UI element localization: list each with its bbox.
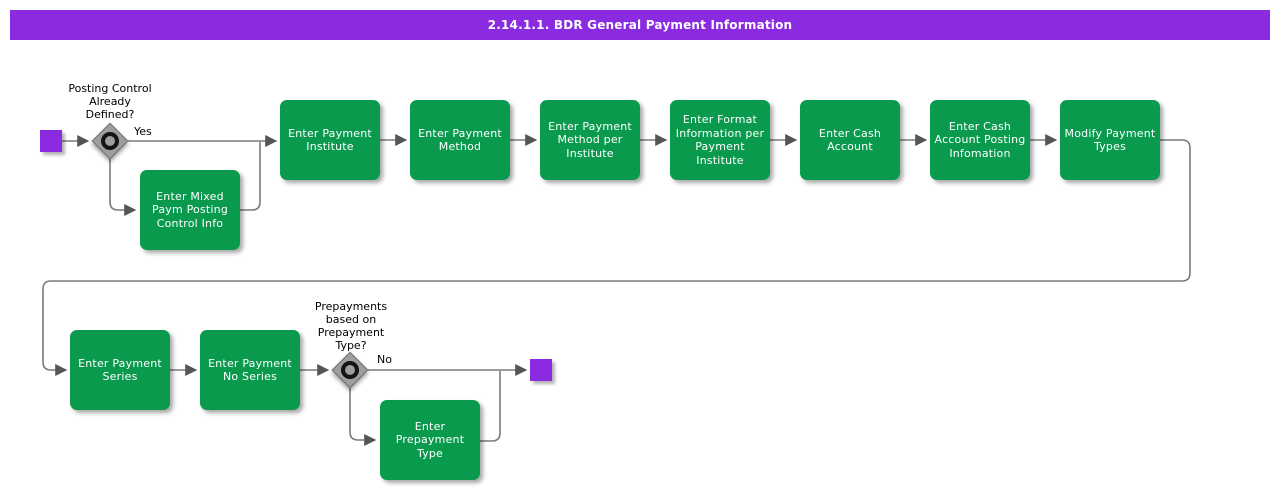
activity-enter-mixed-paym-posting-control-info[interactable]: Enter Mixed Paym Posting Control Info xyxy=(140,170,240,250)
activity-label: Enter Payment No Series xyxy=(208,356,292,384)
activity-label: Enter Prepayment Type xyxy=(395,419,465,460)
activity-enter-format-information-per-payment-institute[interactable]: Enter Format Information per Payment Ins… xyxy=(670,100,770,180)
activity-enter-payment-series[interactable]: Enter Payment Series xyxy=(70,330,170,410)
activity-enter-payment-method-per-institute[interactable]: Enter Payment Method per Institute xyxy=(540,100,640,180)
connector-row-wrap xyxy=(42,139,1191,376)
activity-label: Enter Payment Method xyxy=(418,126,502,154)
diagram-title-bar: 2.14.1.1. BDR General Payment Informatio… xyxy=(10,10,1270,40)
activity-enter-cash-account[interactable]: Enter Cash Account xyxy=(800,100,900,180)
activity-label: Enter Cash Account xyxy=(818,126,882,154)
activity-enter-payment-no-series[interactable]: Enter Payment No Series xyxy=(200,330,300,410)
connector-decision1-down xyxy=(109,159,137,216)
branch-label-yes: Yes xyxy=(134,125,152,138)
activity-label: Enter Cash Account Posting Infomation xyxy=(934,119,1026,160)
activity-label: Modify Payment Types xyxy=(1064,126,1156,154)
activity-modify-payment-types[interactable]: Modify Payment Types xyxy=(1060,100,1160,180)
activity-enter-cash-account-posting-infomation[interactable]: Enter Cash Account Posting Infomation xyxy=(930,100,1030,180)
connector-mixed-merge xyxy=(240,142,261,211)
connector-prepayment-merge xyxy=(480,371,501,442)
activity-enter-payment-institute[interactable]: Enter Payment Institute xyxy=(280,100,380,180)
activity-enter-prepayment-type[interactable]: Enter Prepayment Type xyxy=(380,400,480,480)
start-node xyxy=(40,130,62,152)
decision-ring-icon xyxy=(101,132,119,150)
activity-label: Enter Mixed Paym Posting Control Info xyxy=(151,189,229,230)
activity-label: Enter Payment Institute xyxy=(288,126,372,154)
decision-ring-icon xyxy=(341,361,359,379)
activity-label: Enter Format Information per Payment Ins… xyxy=(675,113,765,167)
activity-label: Enter Payment Series xyxy=(78,356,162,384)
branch-label-no: No xyxy=(377,353,392,366)
connector-decision2-down xyxy=(349,388,377,446)
decision-posting-control-question: Posting Control Already Defined? xyxy=(68,82,152,121)
activity-label: Enter Payment Method per Institute xyxy=(548,119,632,160)
end-node xyxy=(530,359,552,381)
diagram-title: 2.14.1.1. BDR General Payment Informatio… xyxy=(487,18,793,32)
decision-prepayments-question: Prepayments based on Prepayment Type? xyxy=(314,300,388,352)
activity-enter-payment-method[interactable]: Enter Payment Method xyxy=(410,100,510,180)
